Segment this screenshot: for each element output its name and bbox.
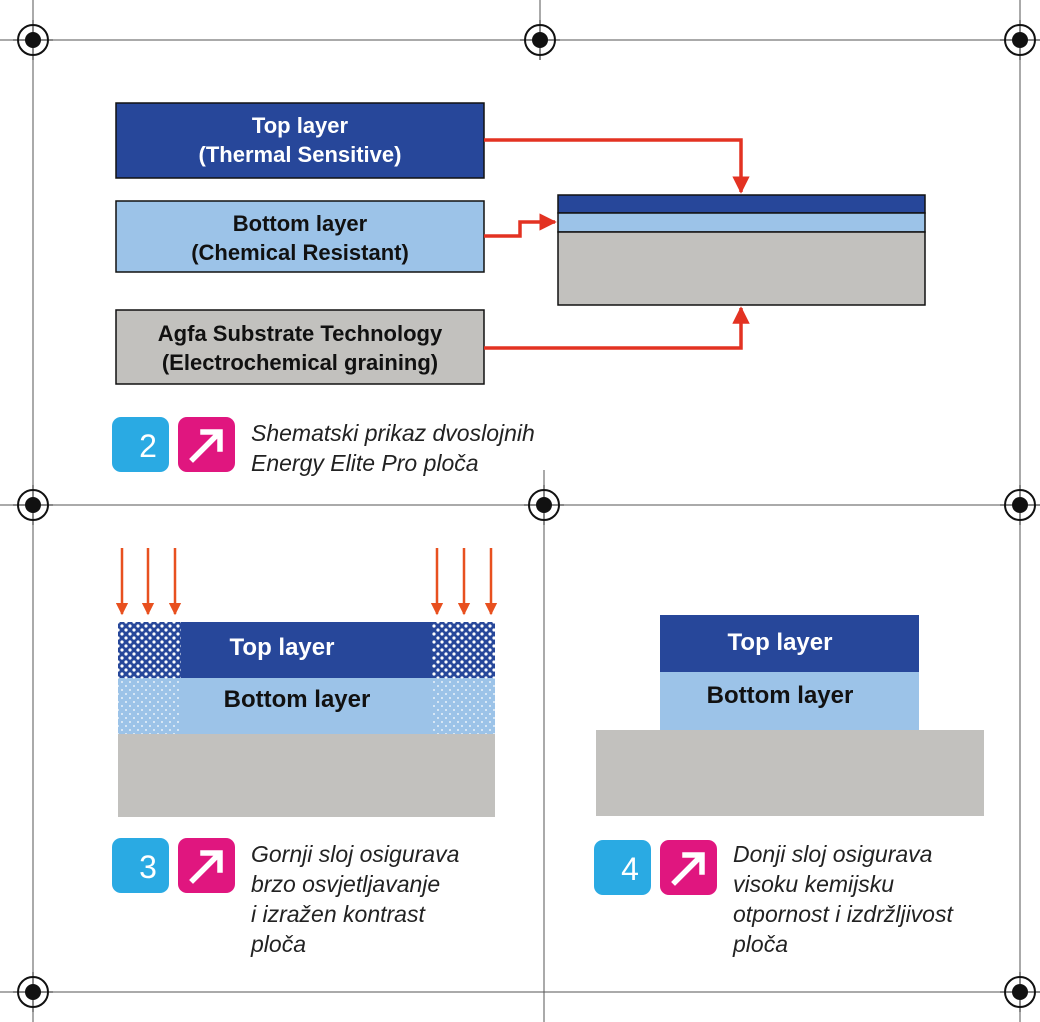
figure-4-caption-line-4: ploča: [732, 931, 788, 957]
bottom-layer-arrow: [484, 213, 557, 238]
exposed-area-right-bottom: [432, 678, 495, 734]
substrate-box-subtitle: (Electrochemical graining): [162, 350, 438, 375]
figure-number: 2: [139, 428, 157, 464]
registration-mark-icon: [13, 485, 53, 525]
figure-number-badge: [112, 417, 169, 472]
top-layer-arrow: [484, 138, 750, 194]
figure-4-caption-line-2: visoku kemijsku: [733, 871, 894, 897]
top-layer-label: Top layer: [230, 634, 335, 661]
bottom-layer-label: Bottom layer: [224, 686, 371, 713]
exposure-arrows-left: [115, 548, 182, 616]
figure-3-caption-line-2: brzo osvjetljavanje: [251, 871, 440, 897]
substrate-box: [115, 309, 485, 385]
figure-3-caption-line-1: Gornji sloj osigurava: [251, 841, 459, 867]
figure-3: Top layer Bottom layer 3 Gornji sloj osi…: [112, 548, 498, 957]
plate-substrate: [557, 231, 926, 306]
plate-stack: [557, 194, 926, 306]
exposed-area-left-top: [118, 622, 181, 678]
registration-mark-icon: [524, 485, 564, 525]
registration-marks: [13, 20, 1040, 1012]
registration-mark-icon: [1000, 972, 1040, 1012]
plate-substrate: [118, 734, 495, 817]
exposed-area-right-top: [432, 622, 495, 678]
plate-top-layer: [660, 615, 919, 672]
diagonal-arrow-icon: [671, 852, 705, 886]
bottom-layer-label: Bottom layer: [707, 682, 854, 709]
figure-4-caption-line-3: otpornost i izdržljivost: [733, 901, 954, 927]
substrate-box-title: Agfa Substrate Technology: [158, 321, 443, 346]
plate-substrate: [596, 730, 984, 816]
registration-mark-icon: [13, 20, 53, 60]
figure-4-caption-line-1: Donji sloj osigurava: [733, 841, 932, 867]
figure-2-caption-line-1: Shematski prikaz dvoslojnih: [251, 420, 535, 446]
diagonal-arrow-icon: [189, 850, 223, 884]
figure-3-caption-line-3: i izražen kontrast: [251, 901, 426, 927]
figure-number-badge: [594, 840, 651, 895]
plate-bottom-layer: [557, 212, 926, 233]
figure-number: 4: [621, 851, 639, 887]
top-layer-box: [115, 102, 485, 179]
registration-mark-icon: [520, 20, 560, 60]
bottom-layer-box-subtitle: (Chemical Resistant): [191, 240, 409, 265]
top-layer-box-subtitle: (Thermal Sensitive): [199, 142, 402, 167]
plate-top-layer: [557, 194, 926, 214]
exposed-area-left-bottom: [118, 678, 181, 734]
top-layer-box-title: Top layer: [252, 113, 349, 138]
substrate-arrow: [484, 306, 750, 350]
bottom-layer-box-title: Bottom layer: [233, 211, 368, 236]
registration-mark-icon: [13, 972, 53, 1012]
registration-mark-icon: [1000, 20, 1040, 60]
figure-3-caption-line-4: ploča: [250, 931, 306, 957]
top-layer-label: Top layer: [728, 629, 833, 656]
diagonal-arrow-icon: [189, 429, 223, 463]
figure-2-caption-line-2: Energy Elite Pro ploča: [251, 450, 479, 476]
figure-number: 3: [139, 849, 157, 885]
figure-2: Top layer (Thermal Sensitive) Bottom lay…: [112, 102, 926, 476]
exposure-arrows-right: [430, 548, 498, 616]
plate-bottom-layer: [660, 672, 919, 730]
figure-4: Top layer Bottom layer 4 Donji sloj osig…: [594, 615, 984, 957]
figure-number-badge: [112, 838, 169, 893]
registration-mark-icon: [1000, 485, 1040, 525]
